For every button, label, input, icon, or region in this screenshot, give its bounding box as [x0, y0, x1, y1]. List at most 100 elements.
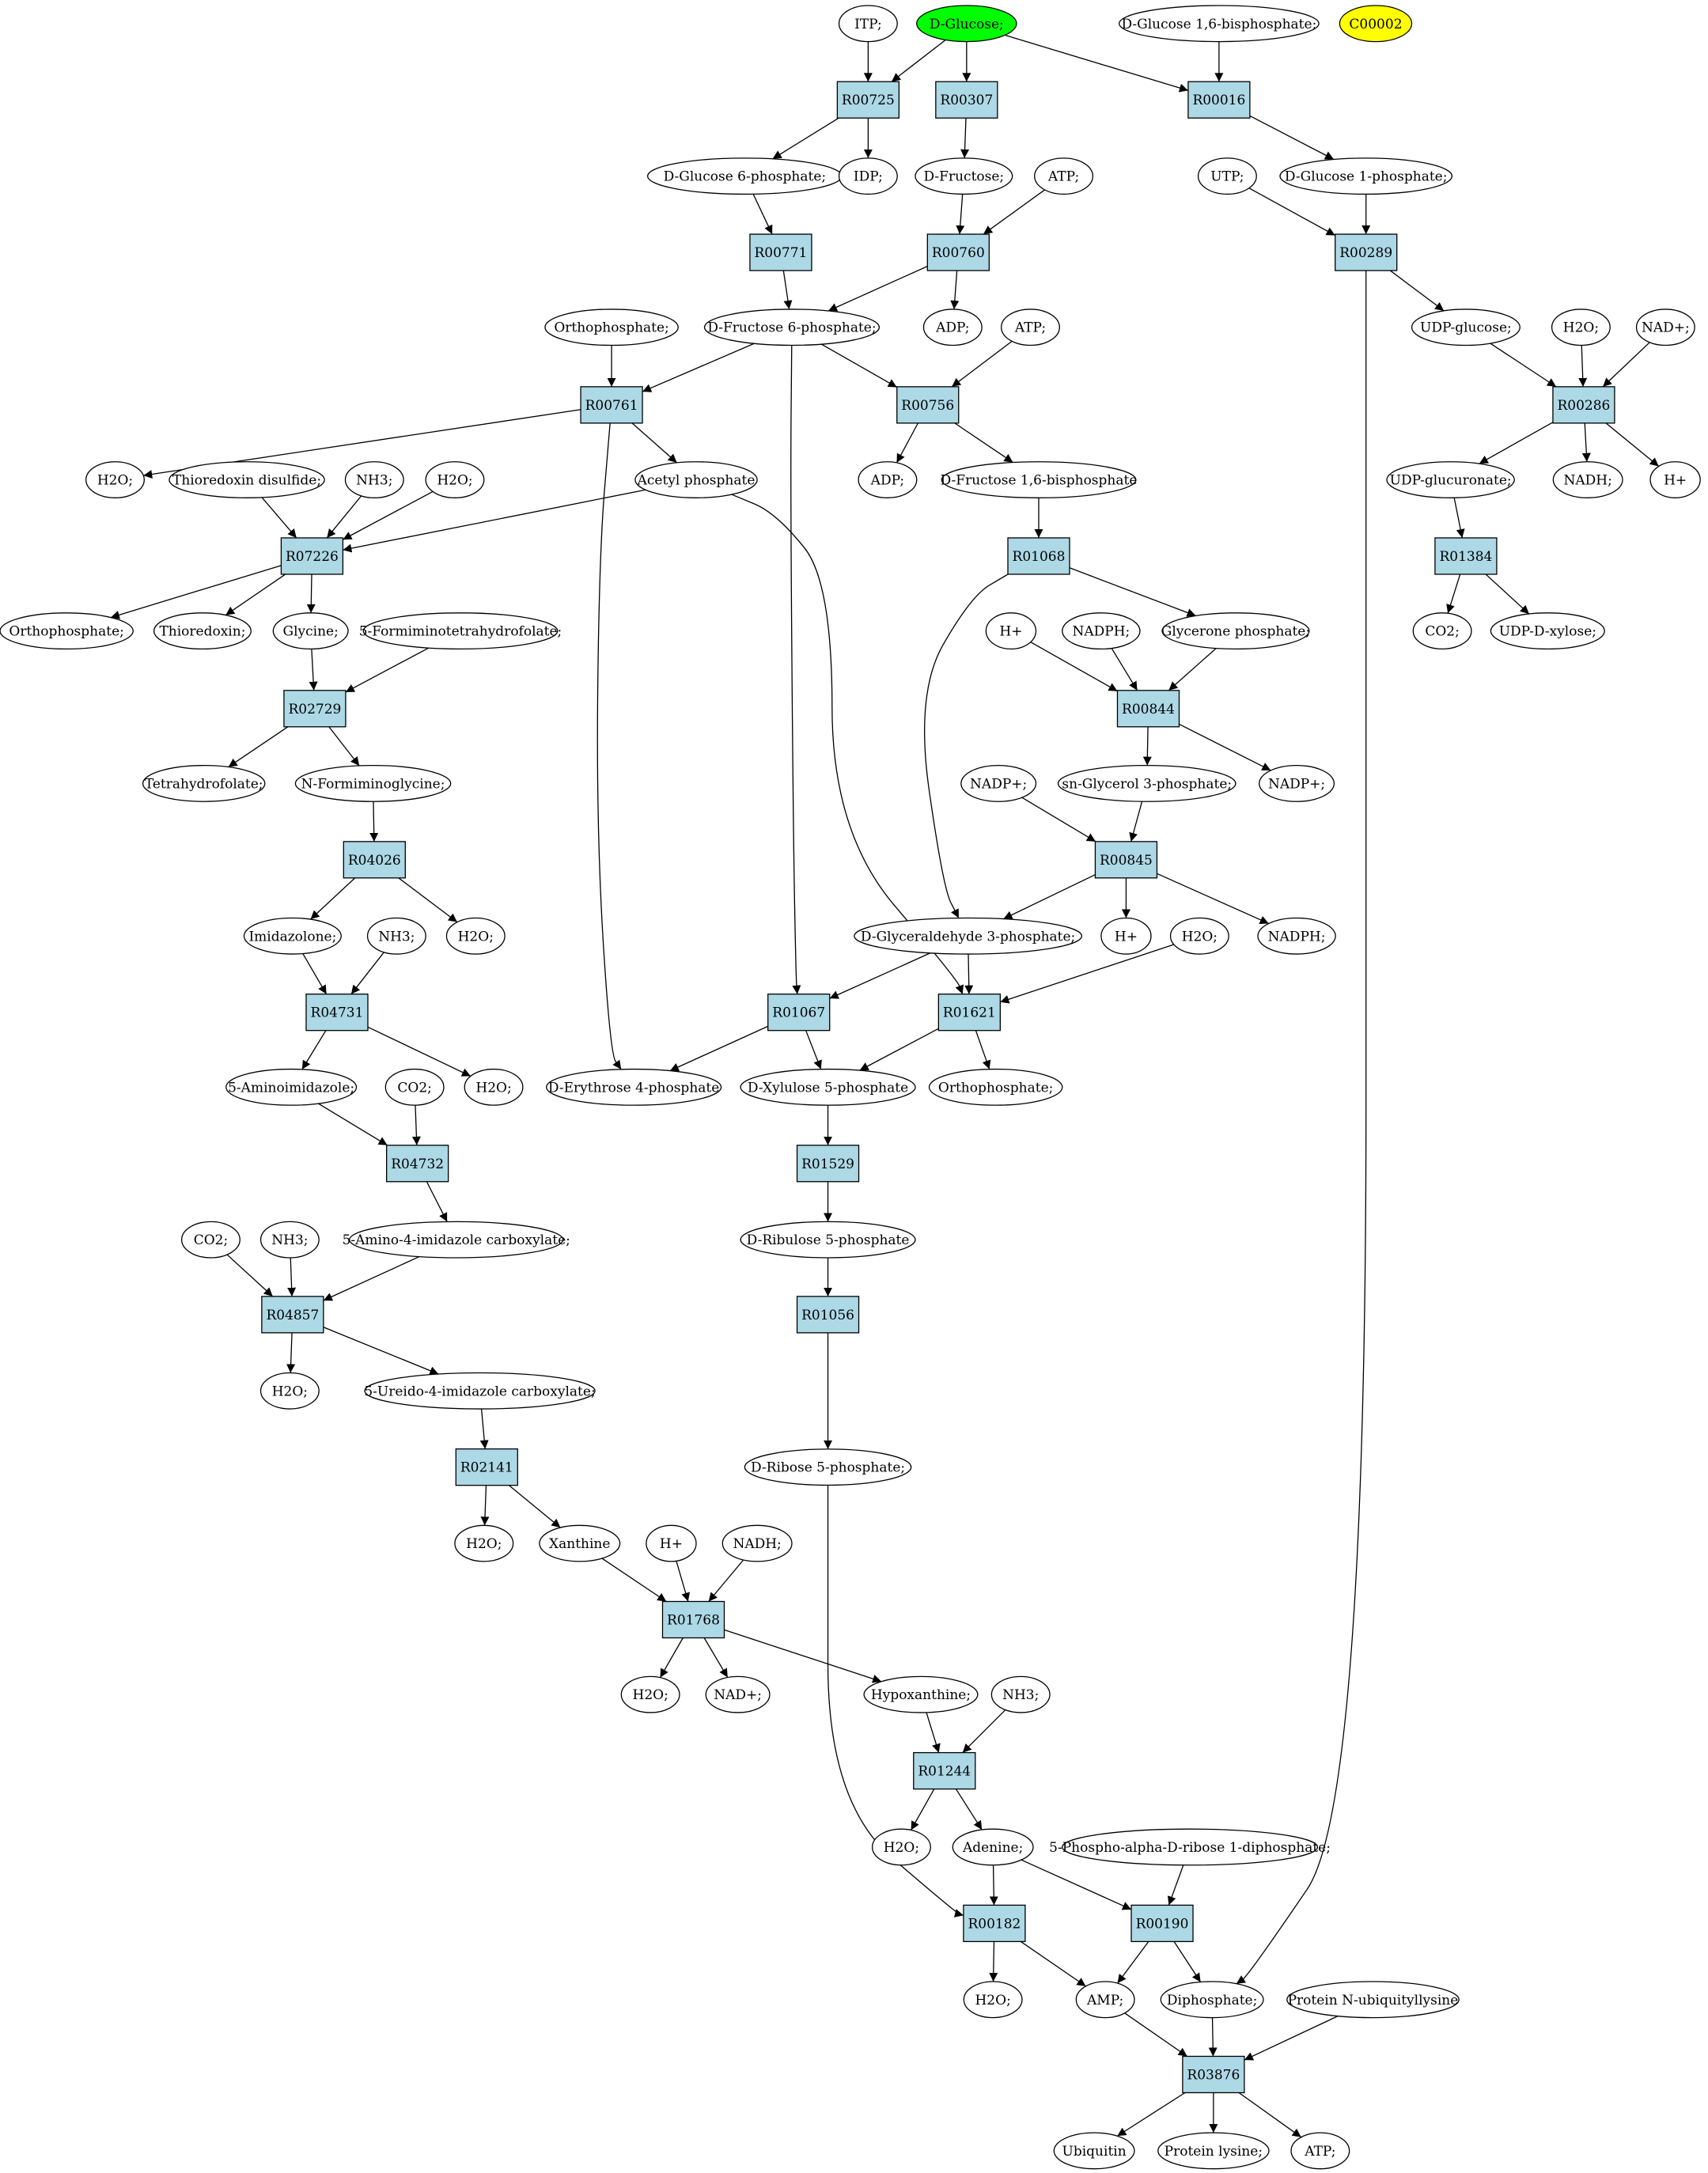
- compound-ellipse[interactable]: [1490, 612, 1605, 650]
- reaction-r01067[interactable]: R01067: [767, 994, 831, 1032]
- compound-c00002[interactable]: C00002: [1339, 5, 1413, 43]
- compound-atp3[interactable]: ATP;: [1290, 2132, 1350, 2170]
- compound-dfructose[interactable]: D-Fructose;: [915, 157, 1013, 195]
- reaction-box[interactable]: [836, 81, 900, 119]
- compound-hplus-c[interactable]: H+: [1100, 917, 1152, 955]
- compound-aminoimid[interactable]: 5-Aminoimidazole;: [225, 1068, 358, 1106]
- reaction-r03876[interactable]: R03876: [1182, 2055, 1245, 2094]
- compound-ellipse[interactable]: [922, 309, 983, 346]
- compound-orthop3[interactable]: Orthophosphate;: [928, 1068, 1063, 1106]
- reaction-box[interactable]: [935, 81, 998, 119]
- compound-adp1[interactable]: ADP;: [922, 309, 983, 346]
- reaction-box[interactable]: [305, 994, 369, 1032]
- reaction-box[interactable]: [1434, 537, 1498, 575]
- compound-ellipse[interactable]: [384, 1068, 445, 1106]
- reaction-r00771[interactable]: R00771: [749, 233, 812, 271]
- compound-diphosphate[interactable]: Diphosphate;: [1160, 1981, 1264, 2019]
- compound-imidazolone[interactable]: Imidazolone;: [243, 917, 342, 955]
- compound-ellipse[interactable]: [1279, 157, 1453, 195]
- reaction-box[interactable]: [749, 233, 812, 271]
- reaction-box[interactable]: [926, 233, 990, 271]
- compound-ellipse[interactable]: [1197, 157, 1257, 195]
- compound-ellipse[interactable]: [952, 1828, 1034, 1866]
- reaction-box[interactable]: [261, 1296, 324, 1334]
- reaction-r01056[interactable]: R01056: [796, 1296, 860, 1334]
- compound-ellipse[interactable]: [425, 461, 485, 498]
- reaction-box[interactable]: [1335, 233, 1398, 271]
- compound-ellipse[interactable]: [85, 461, 145, 498]
- compound-ellipse[interactable]: [454, 1524, 514, 1562]
- compound-h2o-a[interactable]: H2O;: [1551, 309, 1611, 346]
- compound-h2o-c[interactable]: H2O;: [425, 461, 485, 498]
- compound-thioredoxin[interactable]: Thioredoxin;: [153, 612, 252, 650]
- reaction-box[interactable]: [1187, 81, 1251, 119]
- reaction-r01244[interactable]: R01244: [913, 1751, 976, 1790]
- reaction-r04731[interactable]: R04731: [305, 994, 369, 1032]
- compound-ellipse[interactable]: [546, 1068, 722, 1106]
- compound-hplus-d[interactable]: H+: [646, 1524, 697, 1562]
- compound-ellipse[interactable]: [703, 309, 881, 346]
- compound-ellipse[interactable]: [620, 1675, 680, 1713]
- compound-protlys[interactable]: Protein lysine;: [1157, 2132, 1270, 2170]
- compound-h2o-j[interactable]: H2O;: [871, 1828, 931, 1866]
- compound-nformgly[interactable]: N-Formiminoglycine;: [294, 765, 452, 802]
- compound-ellipse[interactable]: [838, 157, 898, 195]
- compound-ellipse[interactable]: [344, 461, 404, 498]
- compound-ellipse[interactable]: [1339, 5, 1413, 43]
- reaction-box[interactable]: [1130, 1904, 1194, 1943]
- compound-nadph-b[interactable]: NADPH;: [1257, 917, 1336, 955]
- compound-co2-c[interactable]: CO2;: [180, 1221, 240, 1259]
- compound-nadplus-b[interactable]: NAD+;: [705, 1675, 771, 1713]
- reaction-box[interactable]: [343, 841, 406, 879]
- compound-ellipse[interactable]: [539, 1524, 621, 1562]
- compound-ureido[interactable]: 5-Ureido-4-imidazole carboxylate;: [364, 1372, 596, 1410]
- compound-ellipse[interactable]: [990, 1675, 1051, 1713]
- reaction-box[interactable]: [963, 1904, 1026, 1943]
- reaction-r00761[interactable]: R00761: [580, 386, 643, 424]
- compound-drib5p[interactable]: D-Ribose 5-phosphate;: [744, 1448, 912, 1486]
- compound-nadp-a[interactable]: NAD+;: [1635, 309, 1695, 346]
- compound-protubiq[interactable]: Protein N-ubiquityllysine: [1286, 1981, 1460, 2019]
- compound-ellipse[interactable]: [153, 612, 252, 650]
- reaction-box[interactable]: [455, 1448, 518, 1486]
- compound-hypoxanthine[interactable]: Hypoxanthine;: [863, 1675, 979, 1713]
- reaction-r04857[interactable]: R04857: [261, 1296, 324, 1334]
- compound-dx5p[interactable]: D-Xylulose 5-phosphate: [740, 1068, 916, 1106]
- reaction-box[interactable]: [1094, 841, 1158, 879]
- reaction-r01384[interactable]: R01384: [1434, 537, 1498, 575]
- compound-orthop1[interactable]: Orthophosphate;: [544, 309, 679, 346]
- reaction-r00756[interactable]: R00756: [896, 386, 960, 424]
- compound-ellipse[interactable]: [740, 1068, 916, 1106]
- compound-ellipse[interactable]: [740, 1221, 916, 1259]
- compound-ellipse[interactable]: [1411, 309, 1521, 346]
- compound-dg6p[interactable]: D-Glucose 6-phosphate;: [647, 157, 843, 195]
- compound-ellipse[interactable]: [1160, 1981, 1264, 2019]
- compound-glycine[interactable]: Glycine;: [272, 612, 349, 650]
- compound-itp[interactable]: ITP;: [838, 5, 898, 43]
- compound-utp[interactable]: UTP;: [1197, 157, 1257, 195]
- compound-dr5p[interactable]: D-Ribulose 5-phosphate: [740, 1221, 916, 1259]
- compound-ellipse[interactable]: [1034, 157, 1094, 195]
- compound-ellipse[interactable]: [349, 1221, 564, 1259]
- reaction-box[interactable]: [1552, 386, 1615, 424]
- compound-ellipse[interactable]: [366, 917, 426, 955]
- compound-aicarb[interactable]: 5-Amino-4-imidazole carboxylate;: [343, 1221, 570, 1259]
- compound-idp[interactable]: IDP;: [838, 157, 898, 195]
- compound-h2o-h[interactable]: H2O;: [454, 1524, 514, 1562]
- compound-nh3-b[interactable]: NH3;: [366, 917, 426, 955]
- reaction-box[interactable]: [1116, 690, 1180, 728]
- compound-ellipse[interactable]: [941, 461, 1137, 498]
- compound-hplus-a[interactable]: H+: [1649, 461, 1701, 498]
- compound-ellipse[interactable]: [871, 1828, 931, 1866]
- compound-ellipse[interactable]: [646, 1524, 697, 1562]
- compound-ellipse[interactable]: [1649, 461, 1701, 498]
- reaction-box[interactable]: [767, 994, 831, 1032]
- reaction-r01529[interactable]: R01529: [796, 1145, 860, 1183]
- reaction-r00182[interactable]: R00182: [963, 1904, 1026, 1943]
- compound-adenine[interactable]: Adenine;: [952, 1828, 1034, 1866]
- compound-nadpplus-b[interactable]: NADP+;: [1259, 765, 1335, 802]
- compound-ellipse[interactable]: [225, 1068, 358, 1106]
- compound-xanthine[interactable]: Xanthine: [539, 1524, 621, 1562]
- reaction-r04026[interactable]: R04026: [343, 841, 406, 879]
- compound-orthop2[interactable]: Orthophosphate;: [0, 612, 134, 650]
